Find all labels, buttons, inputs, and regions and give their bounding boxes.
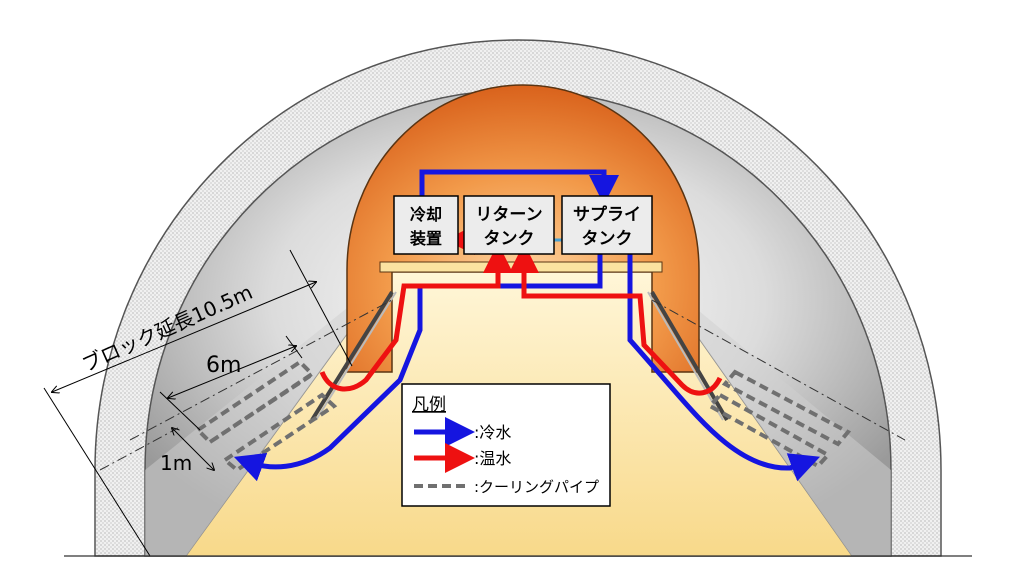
return-tank-label-line2: タンク [484, 229, 535, 249]
warm-water-line-right [509, 243, 723, 396]
legend-cooling-pipe-label: :クーリングパイプ [474, 478, 599, 496]
supply-tank-box: サプライ タンク [561, 195, 653, 255]
legend-warm-water-label: :温水 [474, 449, 511, 468]
pipe-length-dimension: 6m [159, 335, 303, 431]
reference-line-right [651, 299, 906, 441]
legend-cold-water-label: :冷水 [474, 423, 511, 442]
legend-box: 凡例 :冷水 :温水 :クーリングパイプ [401, 383, 611, 507]
cold-water-line-left [233, 248, 603, 482]
pipe-spacing-label: 1m [160, 451, 192, 475]
pipe-spacing-dimension: 1m [160, 428, 214, 475]
cold-water-line-right [627, 248, 821, 482]
supply-tank-label-line1: サプライ [573, 204, 641, 225]
cooling-pipe-right [721, 369, 852, 447]
cooling-unit-box: 冷却 装置 [393, 195, 459, 255]
cooling-unit-label-line1: 冷却 [410, 205, 442, 224]
pipe-length-label: 6m [206, 353, 241, 378]
warm-water-line-left [319, 243, 513, 392]
return-tank-label-line1: リターン [475, 205, 542, 225]
legend-title: 凡例 [412, 395, 446, 415]
supply-tank-label-line2: タンク [582, 229, 633, 249]
cooling-unit-label-line2: 装置 [409, 229, 442, 248]
cold-water-top-loop [419, 169, 619, 205]
return-tank-box: リターン タンク [463, 195, 555, 255]
